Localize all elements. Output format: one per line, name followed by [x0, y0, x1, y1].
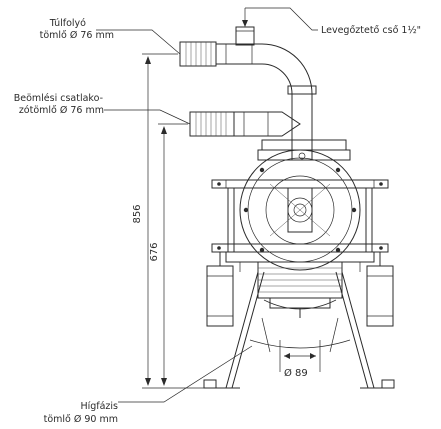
- vent-pipe: [235, 26, 255, 46]
- overall-height-value: 856: [132, 204, 143, 223]
- outlet-diameter-value: Ø 89: [284, 367, 308, 379]
- liquid-phase-hose-label-line2: tömlő Ø 90 mm: [44, 414, 118, 425]
- separator-body: [239, 139, 361, 271]
- inlet-pipe: [189, 111, 301, 137]
- left-weight: [206, 252, 234, 327]
- liquid-phase-hose-label-line1: Hígfázis: [80, 401, 118, 412]
- inlet-hose-label-line2: zótömlő Ø 76 mm: [19, 105, 104, 116]
- frame: [211, 179, 389, 272]
- inlet-height-value: 676: [149, 242, 160, 261]
- inlet-hose-label-line1: Beömlési csatlako-: [14, 93, 103, 104]
- outlet-dimension: [279, 340, 321, 372]
- overall-height-dimension: [142, 53, 206, 389]
- right-weight: [366, 252, 394, 327]
- overflow-hose-label-line2: tömlő Ø 76 mm: [40, 30, 114, 41]
- legs: [203, 271, 395, 389]
- leader-lines: [96, 7, 318, 403]
- overflow-pipe: [179, 41, 317, 160]
- overflow-hose-label-line1: Túlfolyó: [49, 18, 86, 29]
- motor: [257, 261, 343, 318]
- vent-pipe-label: Levegőztető cső 1½": [321, 25, 421, 36]
- inlet-height-dimension: [158, 123, 188, 386]
